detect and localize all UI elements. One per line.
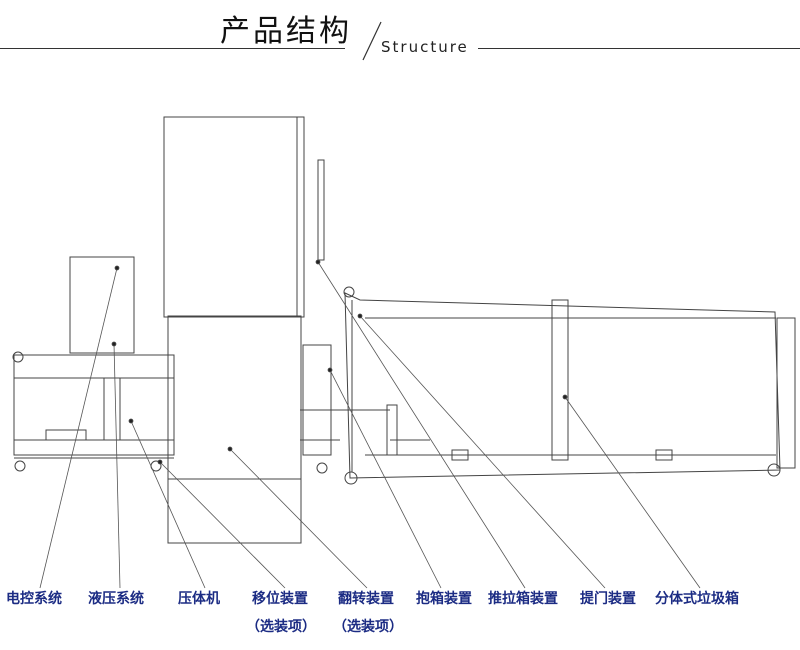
machine-drawing	[12, 116, 796, 544]
header-rule-right	[478, 48, 800, 49]
control-cabinet	[69, 256, 135, 354]
label-push-pull-box-device: 推拉箱装置	[488, 591, 558, 607]
label-optional-shift: （选装项）	[246, 619, 316, 635]
title-slash	[362, 21, 382, 61]
label-compactor: 压体机	[178, 591, 220, 607]
label-optional-flip: （选装项）	[333, 619, 403, 635]
compactor-body	[167, 315, 302, 480]
label-split-garbage-box: 分体式垃圾箱	[655, 591, 739, 607]
page-title: 产品结构	[220, 14, 352, 49]
label-electric-control: 电控系统	[6, 591, 62, 607]
label-shift-device: 移位装置	[252, 591, 308, 607]
label-flip-device: 翻转装置	[338, 591, 394, 607]
page-subtitle: Structure	[381, 38, 469, 56]
shift-device	[167, 478, 302, 544]
header-rule-left	[0, 48, 345, 49]
compactor-tower	[163, 116, 305, 318]
label-hydraulic: 液压系统	[88, 591, 144, 607]
label-door-lift-device: 提门装置	[580, 591, 636, 607]
leader-lines	[39, 259, 701, 589]
garbage-box	[344, 292, 781, 479]
label-hold-box-device: 抱箱装置	[416, 591, 472, 607]
